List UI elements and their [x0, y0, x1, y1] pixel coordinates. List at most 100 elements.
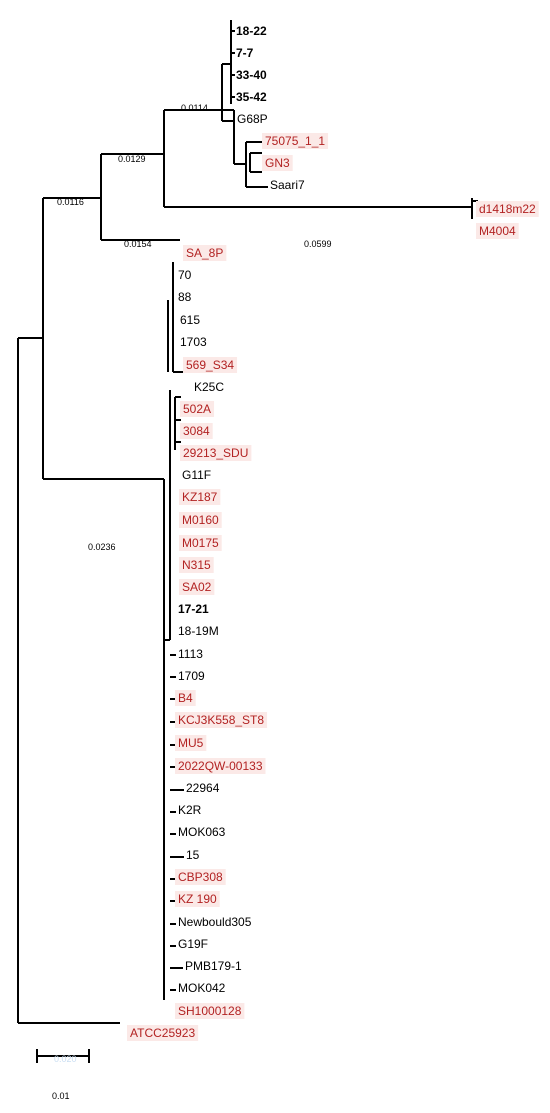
- taxon-highlight: [175, 1003, 245, 1019]
- taxon-label: 15: [186, 848, 200, 862]
- taxon-label: 35-42: [236, 90, 267, 104]
- branch-length-label: 0.0599: [304, 239, 332, 249]
- taxon-label: B4: [175, 690, 196, 706]
- taxon-label: MU5: [175, 735, 207, 751]
- branch-length-label: 0.0129: [118, 154, 146, 164]
- taxon-label: d1418m22: [476, 201, 539, 217]
- taxon-label: 70: [178, 268, 192, 282]
- taxon-label: M4004: [476, 223, 519, 239]
- taxon-label-text: 3084: [183, 424, 210, 438]
- taxon-label: 502A: [180, 401, 215, 417]
- taxon-label: ATCC25923: [127, 1025, 199, 1041]
- taxon-label-text: ATCC25923: [130, 1026, 195, 1040]
- taxon-label: CBP308: [175, 869, 226, 885]
- taxon-label: 569_S34: [183, 357, 238, 373]
- taxon-label: M0175: [179, 535, 222, 551]
- taxon-label: MOK042: [178, 981, 226, 995]
- taxon-label: 17-21: [178, 602, 209, 616]
- taxon-label-text: N315: [182, 558, 211, 572]
- taxon-label-text: M0160: [182, 513, 219, 527]
- taxon-label-text: MOK042: [178, 981, 226, 995]
- taxon-label-text: G68P: [237, 112, 268, 126]
- taxon-label-text: K2R: [178, 803, 202, 817]
- taxon-label-text: 2022QW-00133: [178, 759, 263, 773]
- taxon-highlight: [183, 357, 238, 373]
- taxon-highlight: [179, 535, 222, 551]
- taxon-label: 88: [178, 290, 192, 304]
- taxon-label: PMB179-1: [185, 959, 242, 973]
- taxon-label-text: 569_S34: [186, 358, 234, 372]
- taxon-label-text: GN3: [265, 156, 290, 170]
- taxon-label: G68P: [237, 112, 268, 126]
- branch-length-label: 0.0114: [181, 103, 208, 113]
- taxon-label: M0160: [179, 512, 222, 528]
- taxon-label: SA_8P: [183, 245, 227, 261]
- taxon-label-text: KCJ3K558_ST8: [178, 713, 264, 727]
- taxon-label: SA02: [179, 579, 215, 595]
- taxon-label-text: 75075_1_1: [265, 134, 325, 148]
- taxon-label-text: MOK063: [178, 825, 226, 839]
- branch-length-label: 0.0236: [88, 542, 116, 552]
- taxon-highlight: [476, 223, 519, 239]
- taxon-label-text: PMB179-1: [185, 959, 242, 973]
- taxon-label-text: 7-7: [236, 46, 254, 60]
- taxon-label-text: M0175: [182, 536, 219, 550]
- taxon-label: K2R: [178, 803, 202, 817]
- taxon-label: KZ 190: [175, 891, 220, 907]
- taxon-highlight: [179, 579, 215, 595]
- taxon-label: 29213_SDU: [180, 445, 252, 461]
- taxon-highlight: [175, 690, 196, 706]
- taxon-label: K25C: [194, 380, 224, 394]
- taxon-label-text: G19F: [178, 937, 208, 951]
- taxon-highlight: [179, 489, 221, 505]
- branch-length-label: 0.0116: [57, 197, 84, 207]
- taxon-label: KZ187: [179, 489, 221, 505]
- taxon-label: 1113: [178, 647, 203, 661]
- taxon-label: 2022QW-00133: [175, 758, 266, 774]
- taxon-label-text: 35-42: [236, 90, 267, 104]
- taxon-label-text: d1418m22: [479, 202, 536, 216]
- taxon-highlight: [127, 1025, 199, 1041]
- taxon-label: 33-40: [236, 68, 267, 82]
- taxon-label-text: K25C: [194, 380, 224, 394]
- taxon-label: N315: [179, 557, 214, 573]
- taxon-label-text: 1113: [178, 647, 203, 661]
- taxon-label-text: 1703: [180, 335, 207, 349]
- taxon-label-text: 18-22: [236, 24, 267, 38]
- taxon-label-text: SA_8P: [186, 246, 223, 260]
- scale-bar-overlay-label: 0.020: [54, 1054, 77, 1064]
- taxon-label-text: 70: [178, 268, 192, 282]
- taxon-label-text: 22964: [186, 781, 220, 795]
- taxon-label: KCJ3K558_ST8: [175, 712, 268, 728]
- taxon-label: MOK063: [178, 825, 226, 839]
- taxon-highlight: [179, 512, 222, 528]
- taxon-highlight: [175, 869, 226, 885]
- taxon-label-text: MU5: [178, 736, 204, 750]
- taxon-label: 1703: [180, 335, 207, 349]
- taxon-label-text: 15: [186, 848, 200, 862]
- taxon-label-text: 18-19M: [178, 624, 219, 638]
- taxon-label-text: G11F: [182, 468, 211, 482]
- taxon-label-text: SA02: [182, 580, 212, 594]
- branch-length-label: 0.0154: [124, 239, 152, 249]
- taxon-label: Newbould305: [178, 915, 252, 929]
- taxon-label-text: 29213_SDU: [183, 446, 248, 460]
- taxon-label-text: KZ 190: [178, 892, 217, 906]
- taxon-label: Saari7: [270, 178, 305, 192]
- taxon-label: 3084: [180, 423, 213, 439]
- taxon-label-text: B4: [178, 691, 193, 705]
- taxon-label: 18-22: [236, 24, 267, 38]
- taxon-label-text: Saari7: [270, 178, 305, 192]
- taxon-label: GN3: [262, 155, 293, 171]
- taxon-label: 1709: [178, 669, 205, 683]
- taxon-label-text: Newbould305: [178, 915, 252, 929]
- taxon-highlight: [180, 423, 213, 439]
- taxon-highlight: [262, 155, 293, 171]
- taxon-label: 75075_1_1: [262, 133, 329, 149]
- taxon-highlight: [175, 891, 220, 907]
- taxon-highlight: [175, 712, 268, 728]
- branch-length-labels: 0.0114 0.0129 0.0116 0.0154 0.0599 0.023…: [57, 103, 332, 552]
- taxon-label-text: M4004: [479, 224, 516, 238]
